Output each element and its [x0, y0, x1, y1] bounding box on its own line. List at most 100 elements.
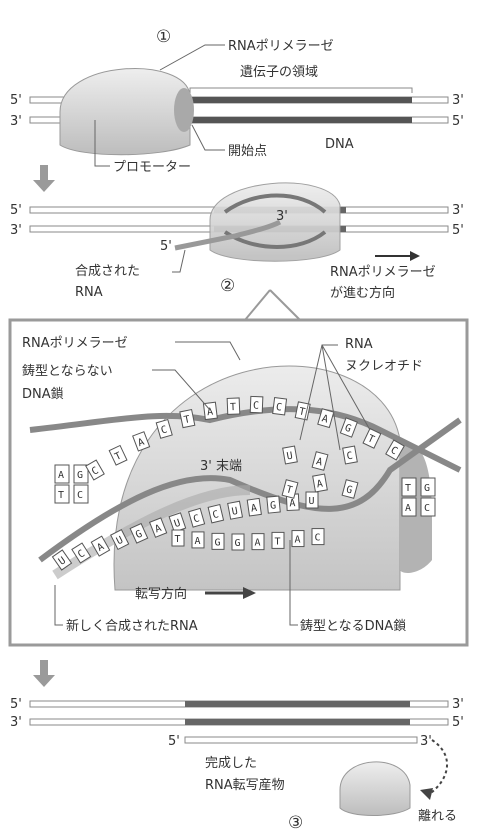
p1-rna-polymerase-label: RNAポリメラーゼ: [228, 39, 334, 54]
non-template-base: G: [339, 417, 358, 438]
rna-base: C: [71, 542, 92, 564]
svg-text:C: C: [346, 451, 354, 463]
p2-5prime-top: 5': [10, 203, 22, 218]
step-2-label: ②: [220, 276, 235, 296]
svg-text:G: G: [134, 529, 144, 542]
svg-text:T: T: [113, 451, 123, 464]
non-template-base: C: [85, 459, 105, 481]
non-template-base: A: [317, 408, 335, 429]
detail-direction-arrow: [243, 587, 256, 599]
svg-text:C: C: [192, 513, 201, 525]
template-base: A: [251, 533, 265, 551]
svg-text:U: U: [173, 518, 182, 530]
template-base: T: [271, 531, 285, 549]
non-template-base: T: [362, 427, 382, 449]
right-pair-1-base-b: A: [405, 503, 411, 514]
detail-template-strand-label: 鋳型となるDNA鎖: [300, 618, 406, 634]
free-nucleotide: G: [341, 479, 359, 499]
svg-text:C: C: [315, 533, 321, 544]
rna-base: A: [148, 517, 168, 538]
p2-rna-5end: 5': [160, 239, 172, 254]
svg-text:C: C: [388, 445, 399, 458]
panel3-dna-bottom-strand: [29, 718, 449, 726]
svg-text:A: A: [136, 437, 146, 449]
left-pair-1-base-a: A: [58, 470, 64, 481]
p1-3prime-right: 3': [452, 93, 464, 108]
step-3-label: ③: [288, 813, 303, 832]
svg-text:A: A: [250, 503, 258, 515]
non-template-base: T: [108, 444, 128, 466]
panel3-dna-top-strand: [29, 700, 449, 708]
rna-base: G: [266, 495, 281, 514]
non-template-base: T: [226, 397, 241, 415]
svg-text:G: G: [343, 423, 353, 435]
template-base: A: [191, 531, 205, 549]
panel-2: 5' 3' 3' 5' 3' 5' 合成された RNA ② RNAポリメラーゼ …: [10, 182, 464, 321]
down-arrow-1: [33, 165, 55, 192]
svg-text:G: G: [235, 538, 241, 549]
p1-5prime-right: 5': [452, 114, 464, 129]
p1-dna-label: DNA: [325, 137, 354, 152]
svg-text:T: T: [366, 433, 376, 446]
free-nucleotide: A: [311, 451, 329, 471]
detail-rna-polymerase-label: RNAポリメラーゼ: [22, 336, 128, 351]
panel3-rna-product: [184, 736, 418, 744]
p3-rna-5prime: 5': [168, 734, 180, 749]
svg-text:A: A: [153, 523, 163, 535]
svg-text:C: C: [253, 400, 259, 411]
rna-base: C: [207, 503, 225, 524]
detail-3prime-end-label: 3' 末端: [200, 459, 242, 474]
template-base: A: [291, 530, 305, 548]
p3-3prime-right: 3': [452, 697, 464, 712]
panel2-nascent-rna: [174, 219, 282, 251]
svg-text:G: G: [270, 500, 277, 512]
p2-direction-label-1: RNAポリメラーゼ: [330, 265, 436, 280]
svg-text:A: A: [315, 456, 324, 468]
detail-transcription-direction-label: 転写方向: [135, 586, 187, 602]
non-template-base: A: [132, 431, 151, 452]
p1-gene-region-label: 遺伝子の領域: [240, 64, 318, 80]
down-arrow-2: [33, 660, 55, 687]
svg-text:A: A: [195, 536, 201, 547]
right-pair-2-base-b: C: [424, 503, 430, 514]
rna-base: C: [188, 507, 206, 528]
svg-text:G: G: [345, 484, 354, 496]
template-base: C: [311, 528, 325, 546]
svg-text:A: A: [255, 538, 261, 549]
rna-base: U: [51, 549, 73, 571]
panel-1: ① 5' 3' 3' 5' RNAポリメラーゼ 遺伝子の領域 DNA 開始点 プ…: [10, 27, 464, 175]
rna-base: G: [129, 522, 149, 544]
non-template-base: C: [249, 395, 264, 414]
rna-base: A: [90, 535, 111, 557]
svg-text:C: C: [212, 509, 220, 521]
template-base: T: [171, 529, 185, 547]
step-1-label: ①: [156, 27, 171, 47]
svg-text:C: C: [160, 424, 169, 436]
svg-text:G: G: [215, 537, 221, 548]
svg-text:A: A: [289, 498, 296, 509]
svg-text:A: A: [95, 541, 106, 554]
p3-release-label: 離れる: [418, 809, 457, 824]
svg-text:T: T: [230, 402, 236, 413]
svg-text:T: T: [298, 406, 306, 418]
svg-text:C: C: [76, 548, 87, 561]
p1-3prime-left: 3': [10, 114, 22, 129]
svg-text:C: C: [275, 402, 282, 414]
gene-region-bracket: [189, 87, 413, 93]
svg-text:U: U: [231, 506, 239, 518]
svg-text:T: T: [175, 534, 181, 545]
panel1-rna-polymerase: [59, 68, 191, 156]
svg-text:T: T: [285, 484, 294, 496]
p2-3prime-left: 3': [10, 223, 22, 238]
svg-text:A: A: [206, 407, 213, 419]
svg-text:A: A: [295, 535, 301, 546]
p2-zoom-callout: [244, 289, 301, 321]
detail-left-basepairs: A T G C: [54, 464, 89, 504]
p2-3prime-right: 3': [452, 203, 464, 218]
svg-text:C: C: [90, 465, 101, 478]
